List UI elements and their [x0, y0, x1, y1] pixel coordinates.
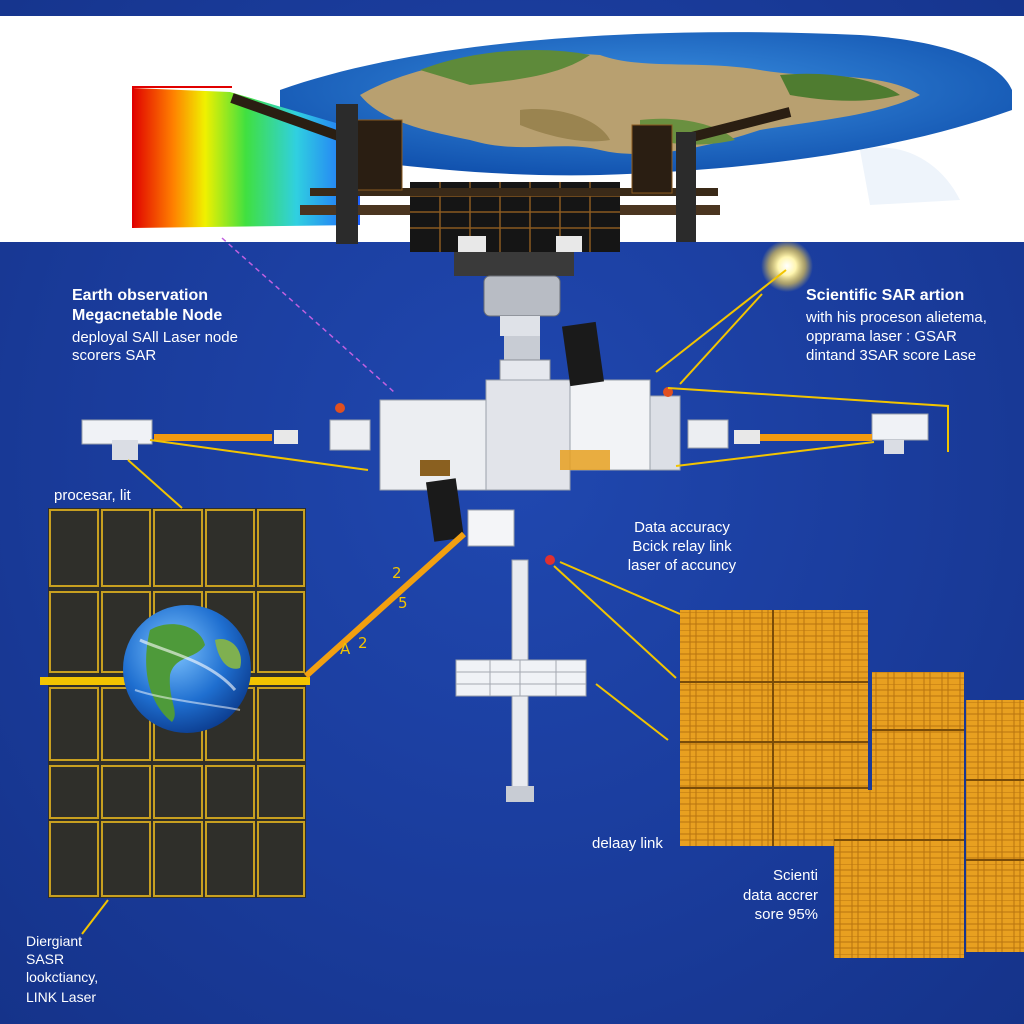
station-modules	[81, 321, 929, 697]
label-bottom-left-2: SASR	[26, 951, 65, 967]
label-bottom-right-3: sore 95%	[754, 906, 818, 923]
earth-icon	[123, 605, 251, 733]
label-top-right-1: Scientific SAR artion	[806, 287, 965, 304]
label-top-left-2: Megacnetable Node	[72, 307, 223, 324]
earth-strip	[0, 16, 1024, 242]
label-top-right-3: opprama laser : GSAR	[806, 328, 957, 345]
label-top-right-4: dintand 3SAR score Lase	[806, 347, 977, 364]
label-bottom-left-1: Diergiant	[26, 933, 83, 949]
label-bottom-right-2: data accrer	[742, 887, 818, 904]
mark-1: 2	[392, 564, 402, 582]
right-solar-array	[680, 610, 1024, 958]
station-upper	[230, 93, 792, 276]
dashed-link	[221, 237, 395, 393]
label-top-right-2: with his proceson alietema,	[806, 309, 987, 326]
label-center-2: Bcick relay link	[632, 538, 732, 555]
label-top-left-4: scorers SAR	[72, 347, 157, 364]
label-bottom-left-4: LINK Laser	[26, 989, 97, 1005]
mark-2: 5	[398, 594, 408, 612]
label-processor: procesar, lit	[54, 487, 131, 504]
label-bottom-left-3: lookctiancy,	[26, 969, 99, 985]
label-top-left-1: Earth observation	[72, 287, 209, 304]
mark-3: A	[340, 640, 351, 658]
mark-4: 2	[358, 634, 368, 652]
label-center-3: laser of accuncy	[627, 557, 737, 574]
label-center-1: Data accuracy	[634, 519, 730, 536]
leader-lines	[81, 269, 949, 935]
label-top-left-3: deployal SAll Laser node	[72, 329, 238, 346]
label-bottom-right-1: Scienti	[772, 867, 818, 884]
laser-links	[154, 434, 872, 679]
label-delay-link: delaay link	[592, 835, 663, 852]
